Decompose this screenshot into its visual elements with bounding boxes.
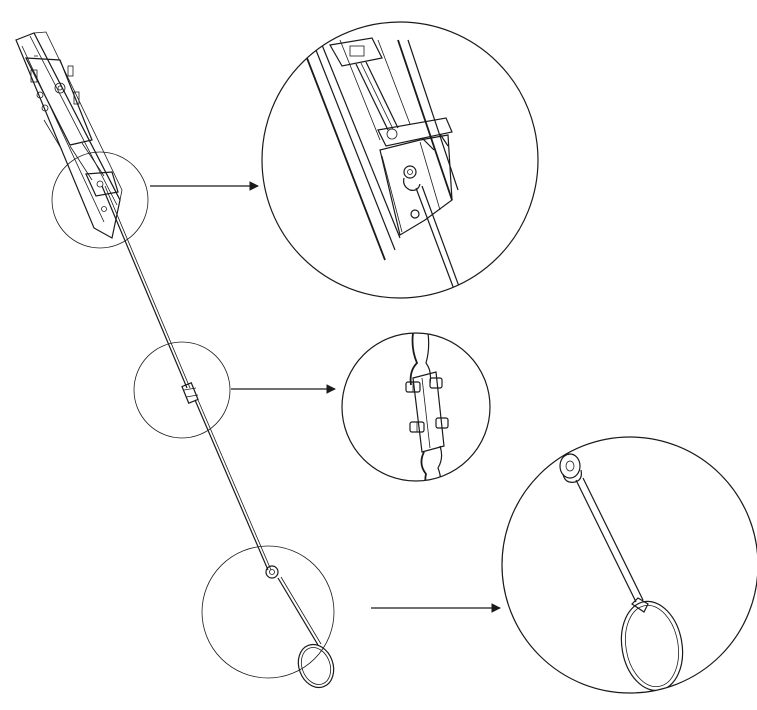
housing-channel: [15, 31, 123, 239]
cable-splice: [181, 382, 199, 404]
mounting-bracket-icon: [299, 37, 465, 298]
callout-circle-top: [51, 151, 149, 249]
top-bracket-detail: [261, 21, 539, 299]
pull-ring-assembly: [265, 565, 335, 689]
pull-ring-detail: [501, 436, 757, 694]
main-assembly: [15, 31, 335, 689]
cable-clamp-icon: [405, 333, 449, 481]
callout-circle-bottom: [201, 545, 335, 679]
main-cable: [101, 185, 322, 646]
pull-ring-icon: [555, 437, 684, 692]
callout-circle-mid: [133, 341, 231, 439]
cable-splice-detail: [341, 332, 491, 482]
callout-arrows: [150, 181, 501, 613]
